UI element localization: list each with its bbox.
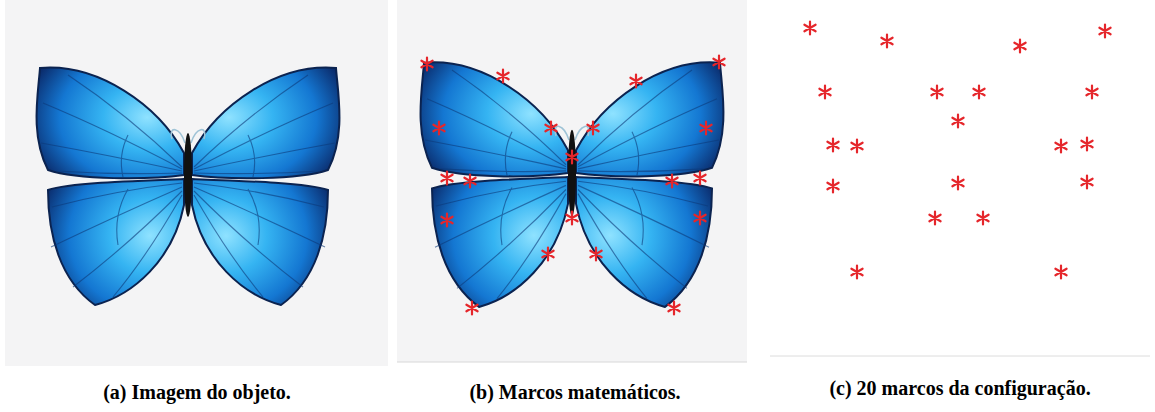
subfigure-caption: (a) Imagem do objeto. — [103, 379, 291, 405]
frame-line — [770, 356, 1150, 357]
butterfly-image — [37, 68, 340, 305]
subfigure-caption: (b) Marcos matemáticos. — [469, 379, 680, 405]
subfigure-caption-box: (b) Marcos matemáticos. — [469, 379, 680, 405]
image-background — [5, 0, 388, 366]
subfigure-caption-box: (c) 20 marcos da configuração. — [829, 375, 1090, 401]
subfigure-caption: (c) 20 marcos da configuração. — [829, 375, 1090, 401]
subfigure-caption-box: (a) Imagem do objeto. — [103, 379, 291, 405]
butterfly-image — [421, 62, 724, 307]
frame-line — [397, 362, 747, 363]
landmark-markers — [421, 56, 724, 315]
image-background — [397, 0, 747, 362]
landmark-configuration — [804, 22, 1110, 279]
